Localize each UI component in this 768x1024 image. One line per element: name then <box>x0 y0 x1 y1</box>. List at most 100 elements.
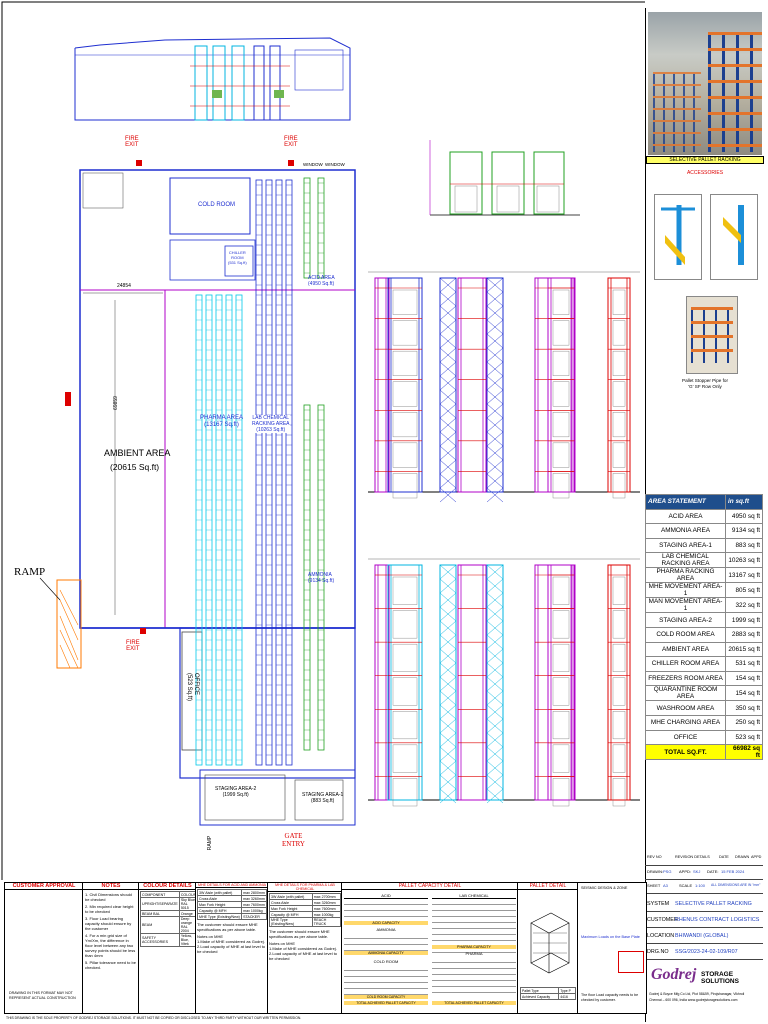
brace-line <box>439 704 457 720</box>
brace-line <box>486 732 504 748</box>
brace-line <box>486 690 504 706</box>
area-row-value: 523 sq ft <box>725 729 763 746</box>
brace-line <box>439 459 457 475</box>
chiller-room-label: CHILLER ROOM (531 Sq.ft) <box>228 250 247 265</box>
brace-line <box>439 361 457 377</box>
rack-frame <box>374 277 390 493</box>
pallet-box <box>552 711 570 740</box>
pallet-box <box>552 350 570 376</box>
brace-line <box>439 774 457 790</box>
lab-rack-row <box>255 179 263 766</box>
pallet-box <box>392 320 418 346</box>
pallet-box <box>392 711 418 740</box>
rack-frame <box>457 564 487 801</box>
rack-frame <box>374 564 390 801</box>
area-row-value: 805 sq ft <box>725 582 763 599</box>
brace-line <box>439 291 457 307</box>
pallet-box <box>392 677 418 706</box>
seismic-box: SEISMIC DESIGN & ZONE Maximum Loads on t… <box>577 882 647 1014</box>
pallet-box <box>552 778 570 807</box>
brace-line <box>486 564 504 580</box>
table-cell: MHE Type (Existing/New) <box>269 917 313 927</box>
pallet-illustration <box>530 912 570 974</box>
total-capacity-bar-2: TOTAL ACHIEVED PALLET CAPACITY <box>432 1001 516 1005</box>
brace-line <box>486 788 504 804</box>
accessory-image-3 <box>686 296 738 374</box>
achieved-capacity-value: 4416 <box>558 993 576 1000</box>
ambient-sqft-label: (20615 Sq.ft) <box>110 462 160 472</box>
brace-line <box>439 592 457 608</box>
building-outline <box>39 160 356 826</box>
accessories-title: ACCESSORIES <box>686 170 724 176</box>
brace-line <box>439 305 457 321</box>
ramp-label: RAMP <box>14 566 46 578</box>
rack-frame <box>547 564 575 801</box>
brace-line <box>439 417 457 433</box>
area-row-name: CHILLER ROOM AREA <box>645 656 726 672</box>
lab-chemical-header: LAB CHEMICAL <box>432 893 516 899</box>
area-row-value: 2883 sq ft <box>725 626 763 643</box>
brace-line <box>439 375 457 391</box>
pallet-box <box>552 744 570 773</box>
area-row-value: 531 sq ft <box>725 656 763 672</box>
pharma-racking <box>195 294 243 766</box>
lab-chemical-label: LAB CHEMICAL RACKING AREA (10263 Sq.ft) <box>252 415 290 433</box>
drawing-note: DRAWING IN THIS FORMAT MAY NOT REPRESENT… <box>9 991 76 1000</box>
brace-line <box>439 473 457 489</box>
brace-line <box>439 732 457 748</box>
brace-line <box>486 487 504 503</box>
rack-frame <box>607 564 631 801</box>
pallet-box <box>392 412 418 438</box>
mhe-note-2b: Notes on MHE 1.Make of MHE considered as… <box>269 941 338 961</box>
brace-line <box>486 648 504 664</box>
brace-line <box>439 389 457 405</box>
area-row-value: 154 sq ft <box>725 670 763 687</box>
cold-room-capacity-bar: COLD ROOM CAPACITY <box>344 995 428 999</box>
customer-row: CUSTOMER RHENUS CONTRACT LOGISTICS <box>645 914 763 928</box>
window-label-2: WINDOW <box>325 162 345 167</box>
rack-frame <box>387 564 423 801</box>
pallet-box <box>612 442 626 468</box>
area-row-value: 350 sq ft <box>725 700 763 716</box>
mhe-details-acid-box: MHE DETAILS FOR ACID AND AMMONIA 3W Aisl… <box>195 882 269 1014</box>
brace-line <box>486 333 504 349</box>
rack-frame <box>387 277 423 493</box>
right-panel: SELECTIVE PALLET RACKING ACCESSORIES Pal… <box>645 8 764 1022</box>
brand-sub: STORAGE SOLUTIONS <box>701 971 739 985</box>
brace-line <box>439 445 457 461</box>
area-row-value: 250 sq ft <box>725 714 763 731</box>
pharma-header: PHARMA <box>465 951 483 956</box>
racking-photo <box>648 12 762 155</box>
accessory-image-1 <box>654 194 702 280</box>
brace-line <box>486 319 504 335</box>
ammonia-area-label: AMMONIA (9134 Sq.ft) <box>308 572 335 584</box>
table-cell: REACH TRUCK <box>311 917 342 927</box>
rack-frame <box>486 564 504 801</box>
note-item: 3. Floor Load bearing capacity should en… <box>85 916 132 931</box>
brace-line <box>486 375 504 391</box>
area-total-value: 66982 sq ft <box>725 744 763 761</box>
mhe-details-pharma-box: MHE DETAILS FOR PHARMA & LAB CHEMICAL 3W… <box>267 882 343 1014</box>
pallet-box <box>392 442 418 468</box>
drawn-row: DRAWN: PSG APPD: SKJ DATE: 15 FEB 2024 <box>645 866 763 880</box>
pallet-box <box>552 381 570 407</box>
brace-line <box>439 578 457 594</box>
area-row-value: 9134 sq ft <box>725 523 763 539</box>
area-row-name: MHE CHARGING AREA <box>645 714 726 731</box>
brand-block: Godrej STORAGE SOLUTIONS Godrej & Boyce … <box>645 962 763 1018</box>
max-loads-label: Maximum Loads on the Base Plate <box>581 935 640 939</box>
brace-line <box>439 277 457 293</box>
pallet-box <box>612 381 626 407</box>
brace-line <box>439 746 457 762</box>
area-row-name: MHE MOVEMENT AREA-1 <box>645 582 726 599</box>
system-row: SYSTEM SELECTIVE PALLET RACKING <box>645 898 763 912</box>
brace-line <box>439 487 457 503</box>
area-row-name: STAGING AREA-1 <box>645 537 726 554</box>
area-row-name: FREEZERS ROOM AREA <box>645 670 726 687</box>
area-row-value: 10263 sq ft <box>725 552 763 569</box>
note-item: 2. Min required clear height to be check… <box>85 904 134 914</box>
